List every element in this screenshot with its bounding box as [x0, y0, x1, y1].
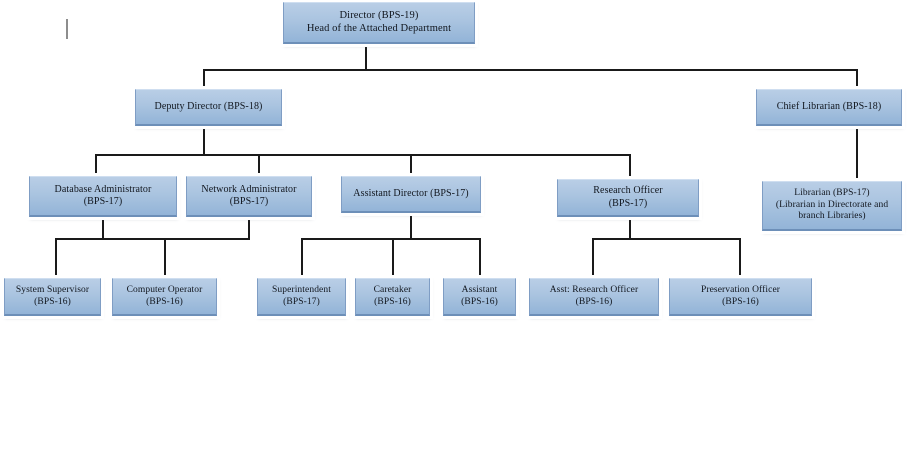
node-librarian[interactable]: Librarian (BPS-17) (Librarian in Directo…: [762, 181, 902, 231]
connector-level4-bus-research: [592, 238, 741, 240]
node-database-administrator[interactable]: Database Administrator (BPS-17): [29, 176, 177, 217]
node-deputy-director-label: Deputy Director (BPS-18): [154, 100, 263, 112]
connector-director-down: [365, 44, 367, 70]
node-chief-librarian-label: Chief Librarian (BPS-18): [776, 100, 882, 112]
connector-to-database-administrator: [95, 154, 97, 177]
node-system-supervisor[interactable]: System Supervisor (BPS-16): [4, 278, 101, 316]
node-asst-research-officer-label: Asst: Research Officer (BPS-16): [549, 284, 639, 307]
node-librarian-label: Librarian (BPS-17) (Librarian in Directo…: [775, 188, 889, 222]
connector-deputy-down: [203, 126, 205, 155]
connector-level3-bus: [95, 154, 630, 156]
node-preservation-officer-label: Preservation Officer (BPS-16): [700, 284, 781, 307]
node-director[interactable]: Director (BPS-19) Head of the Attached D…: [283, 2, 475, 44]
connector-to-research-officer: [629, 154, 631, 179]
node-assistant-director-label: Assistant Director (BPS-17): [353, 187, 469, 199]
connector-research-officer-down: [629, 217, 631, 239]
connector-database-administrator-down: [102, 217, 104, 239]
scan-artifact-mark: [66, 19, 68, 39]
node-computer-operator-label: Computer Operator (BPS-16): [126, 284, 203, 307]
node-caretaker[interactable]: Caretaker (BPS-16): [355, 278, 430, 316]
connector-level4-bus-admin: [301, 238, 481, 240]
node-database-administrator-label: Database Administrator (BPS-17): [54, 183, 152, 207]
node-superintendent-label: Superintendent (BPS-17): [272, 284, 331, 307]
connector-to-assistant-director: [410, 154, 412, 177]
node-network-administrator[interactable]: Network Administrator (BPS-17): [186, 176, 312, 217]
connector-to-chief-librarian: [856, 69, 858, 90]
connector-to-superintendent: [301, 238, 303, 278]
connector-level4-bus-it: [55, 238, 250, 240]
connector-to-network-administrator: [258, 154, 260, 177]
node-computer-operator[interactable]: Computer Operator (BPS-16): [112, 278, 217, 316]
connector-assistant-director-down: [410, 213, 412, 239]
connector-chief-librarian-to-librarian: [856, 126, 858, 181]
connector-to-deputy: [203, 69, 205, 90]
connector-to-assistant: [479, 238, 481, 278]
connector-to-caretaker: [392, 238, 394, 278]
node-assistant[interactable]: Assistant (BPS-16): [443, 278, 516, 316]
node-caretaker-label: Caretaker (BPS-16): [373, 284, 412, 307]
node-asst-research-officer[interactable]: Asst: Research Officer (BPS-16): [529, 278, 659, 316]
connector-to-asst-research-officer: [592, 238, 594, 278]
node-system-supervisor-label: System Supervisor (BPS-16): [15, 284, 90, 307]
node-assistant-label: Assistant (BPS-16): [461, 284, 498, 307]
connector-network-administrator-down: [248, 217, 250, 239]
connector-to-system-supervisor: [55, 238, 57, 278]
node-research-officer-label: Research Officer (BPS-17): [593, 185, 663, 209]
connector-to-computer-operator: [164, 238, 166, 278]
node-preservation-officer[interactable]: Preservation Officer (BPS-16): [669, 278, 812, 316]
node-assistant-director[interactable]: Assistant Director (BPS-17): [341, 176, 481, 213]
node-director-label: Director (BPS-19) Head of the Attached D…: [306, 9, 452, 34]
node-research-officer[interactable]: Research Officer (BPS-17): [557, 179, 699, 217]
connector-to-preservation-officer: [739, 238, 741, 278]
node-chief-librarian[interactable]: Chief Librarian (BPS-18): [756, 89, 902, 126]
node-superintendent[interactable]: Superintendent (BPS-17): [257, 278, 346, 316]
connector-level2-bus: [203, 69, 858, 71]
connector-director-top-stub: [365, 0, 367, 3]
node-deputy-director[interactable]: Deputy Director (BPS-18): [135, 89, 282, 126]
node-network-administrator-label: Network Administrator (BPS-17): [201, 183, 297, 207]
